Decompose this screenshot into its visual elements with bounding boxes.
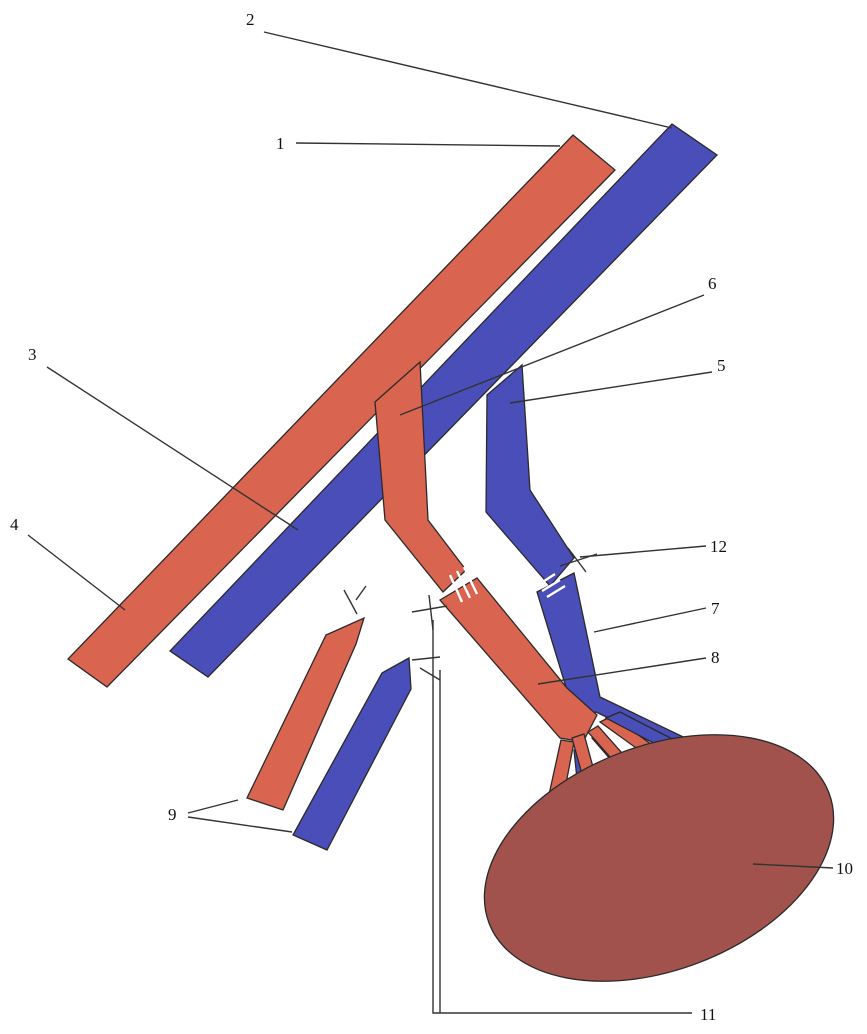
leader-9b [188, 817, 292, 832]
leader-5 [510, 372, 712, 403]
label-11: 11 [700, 1005, 716, 1024]
label-4: 4 [10, 515, 19, 534]
leader-1 [296, 143, 560, 146]
label-8: 8 [711, 648, 720, 667]
label-1: 1 [276, 134, 285, 153]
leader-2 [264, 32, 672, 128]
vein-branch-upper [486, 365, 574, 586]
label-6: 6 [708, 274, 717, 293]
label-3: 3 [28, 345, 37, 364]
label-7: 7 [711, 599, 720, 618]
leader-4 [28, 535, 125, 610]
label-12: 12 [710, 537, 727, 556]
label-9: 9 [168, 805, 177, 824]
leader-3 [47, 367, 298, 530]
label-2: 2 [246, 10, 255, 29]
label-5: 5 [717, 356, 726, 375]
leader-9a [188, 800, 238, 813]
main-artery [68, 135, 615, 687]
main-vein [170, 124, 717, 677]
label-10: 10 [836, 859, 853, 878]
leader-12 [580, 546, 706, 557]
leader-7 [594, 608, 706, 632]
